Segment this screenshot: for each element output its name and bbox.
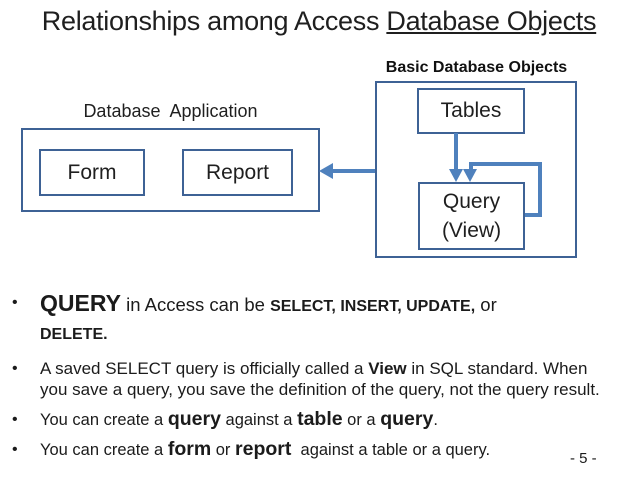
query-label-line1: Query [442, 190, 501, 213]
bullet-3-seg: . [433, 411, 438, 429]
bullet-1-seg: or [475, 294, 502, 315]
bullet-1-sql-verbs: SELECT, INSERT, UPDATE, [270, 298, 476, 315]
bullet-icon: • [12, 441, 18, 458]
bullet-4-text: You can create a form or report against … [40, 438, 632, 462]
query-label-line2: (View) [441, 219, 502, 242]
page-title: Relationships among Access Database Obje… [0, 6, 638, 37]
page-number: - 5 - [570, 450, 597, 467]
bullet-3-seg: against a [220, 411, 298, 429]
title-prefix: Relationships among Access [41, 6, 387, 36]
bullet-3-query-term: query [167, 408, 221, 430]
query-view-box: Query (View) [418, 182, 525, 250]
bullet-3-seg: You can create a [40, 411, 168, 429]
bullet-4-seg: or [211, 441, 236, 459]
bullet-4-seg: You can create a [40, 441, 168, 459]
bullet-2-seg: you save a query, you save the definitio… [40, 380, 600, 399]
bullet-icon: • [12, 360, 18, 377]
tables-box-label: Tables [440, 99, 502, 122]
bullet-4-form-term: form [167, 438, 212, 460]
report-box: Report [182, 149, 293, 196]
report-box-label: Report [205, 160, 270, 184]
arrow-tables-to-query-head-icon [449, 169, 463, 182]
query-self-loop-bottom-line [524, 213, 541, 217]
query-view-box-label: Query (View) [442, 187, 501, 245]
basic-database-objects-label: Basic Database Objects [385, 59, 568, 76]
query-self-loop-down-line [469, 162, 473, 171]
bullet-3-query-term: query [380, 408, 434, 430]
bullet-4-report-term: report [235, 438, 292, 460]
bullet-2-view-term: View [368, 359, 407, 378]
bullet-4-seg: against a table or a query. [291, 441, 491, 459]
list-item: • You can create a query against a table… [10, 408, 632, 432]
arrow-tables-to-query-line [454, 133, 458, 171]
tables-box: Tables [417, 88, 525, 134]
query-self-loop-head-icon [463, 169, 477, 182]
list-item: • You can create a form or report agains… [10, 438, 632, 462]
query-self-loop-top-line [469, 162, 541, 166]
database-application-label: Database Application [83, 101, 258, 121]
bullet-3-seg: or a [342, 411, 381, 429]
form-box-label: Form [67, 160, 117, 184]
arrow-objects-to-application-line [333, 169, 375, 173]
arrow-objects-to-application-head-icon [319, 163, 333, 179]
bullet-1-delete-term: DELETE. [40, 326, 108, 343]
bullet-2-text: A saved SELECT query is officially calle… [40, 358, 632, 400]
bullet-3-table-term: table [297, 408, 343, 430]
bullet-3-text: You can create a query against a table o… [40, 408, 632, 432]
form-box: Form [39, 149, 145, 196]
bullet-2-seg: in SQL standard. When [406, 359, 588, 378]
bullet-icon: • [12, 294, 18, 311]
bullet-list: • QUERY in Access can be SELECT, INSERT,… [10, 289, 632, 462]
query-self-loop-right-line [538, 162, 542, 217]
bullet-1-query-term: QUERY [40, 290, 121, 316]
bullet-1-text: QUERY in Access can be SELECT, INSERT, U… [40, 289, 632, 349]
list-item: • QUERY in Access can be SELECT, INSERT,… [10, 289, 632, 349]
bullet-2-seg: A saved SELECT query is officially calle… [40, 359, 369, 378]
basic-database-objects-box [375, 81, 577, 258]
bullet-icon: • [12, 411, 18, 428]
list-item: • A saved SELECT query is officially cal… [10, 358, 632, 400]
title-underlined: Database Objects [386, 6, 597, 36]
bullet-1-seg: in Access can be [120, 294, 271, 315]
